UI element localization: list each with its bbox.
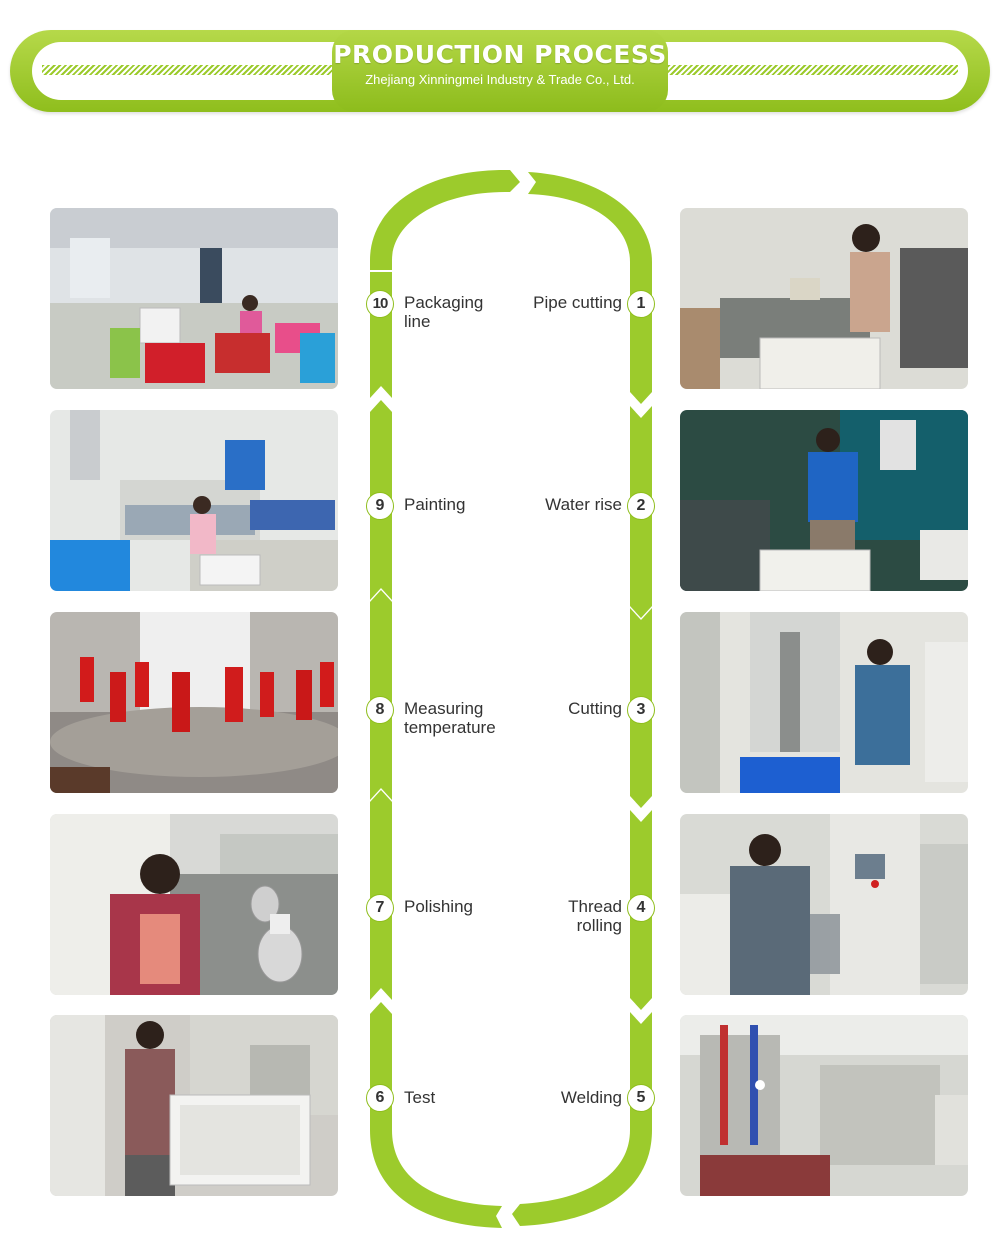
banner-title-tab: PRODUCTION PROCESS Zhejiang Xinningmei I… [332,30,668,112]
bottom-arc-right [512,1012,652,1226]
step-8-label-line2: temperature [404,718,496,737]
step-8-number: 8 [366,696,394,724]
step-1-label: Pipe cutting [533,293,622,312]
step-3-number: 3 [627,696,655,724]
header-banner: PRODUCTION PROCESS Zhejiang Xinningmei I… [10,30,990,112]
photo-water-rise [680,410,968,591]
top-arc-right [528,172,652,404]
photo-welding [680,1015,968,1196]
photo-pipe-cutting [680,208,968,389]
photo-test [50,1015,338,1196]
step-8-label: Measuring temperature [404,699,514,737]
step-1-number: 1 [627,290,655,318]
step-9-label: Painting [404,495,466,514]
company-name: Zhejiang Xinningmei Industry & Trade Co.… [365,72,635,87]
top-arc-left [370,170,520,270]
step-6-number: 6 [366,1084,394,1112]
photo-packaging-line [50,208,338,389]
photo-cutting [680,612,968,793]
step-10-label-line1: Packaging [404,293,484,312]
step-8-label-line1: Measuring [404,699,484,718]
step-3-label: Cutting [568,699,622,718]
step-2-label: Water rise [545,495,622,514]
step-10-number: 10 [366,290,394,318]
page-title: PRODUCTION PROCESS [333,40,667,69]
step-7-number: 7 [366,894,394,922]
photo-polishing [50,814,338,995]
step-4-label-line2: rolling [576,916,622,935]
step-2-number: 2 [627,492,655,520]
step-9-number: 9 [366,492,394,520]
step-5-number: 5 [627,1084,655,1112]
step-10-label-line2: line [404,312,431,331]
step-4-label: Thread rolling [492,897,622,935]
bottom-arc-left [370,1002,502,1228]
banner-stripe-right [668,65,958,75]
left-seg-2 [370,590,392,800]
step-4-number: 4 [627,894,655,922]
banner-stripe-left [42,65,332,75]
photo-thread-rolling [680,814,968,995]
photo-measuring-temperature [50,612,338,793]
step-7-label: Polishing [404,897,473,916]
step-5-label: Welding [560,1088,622,1107]
step-4-label-line1: Thread [568,897,622,916]
step-10-label: Packaging line [404,293,514,331]
step-6-label: Test [404,1088,436,1107]
photo-painting [50,410,338,591]
